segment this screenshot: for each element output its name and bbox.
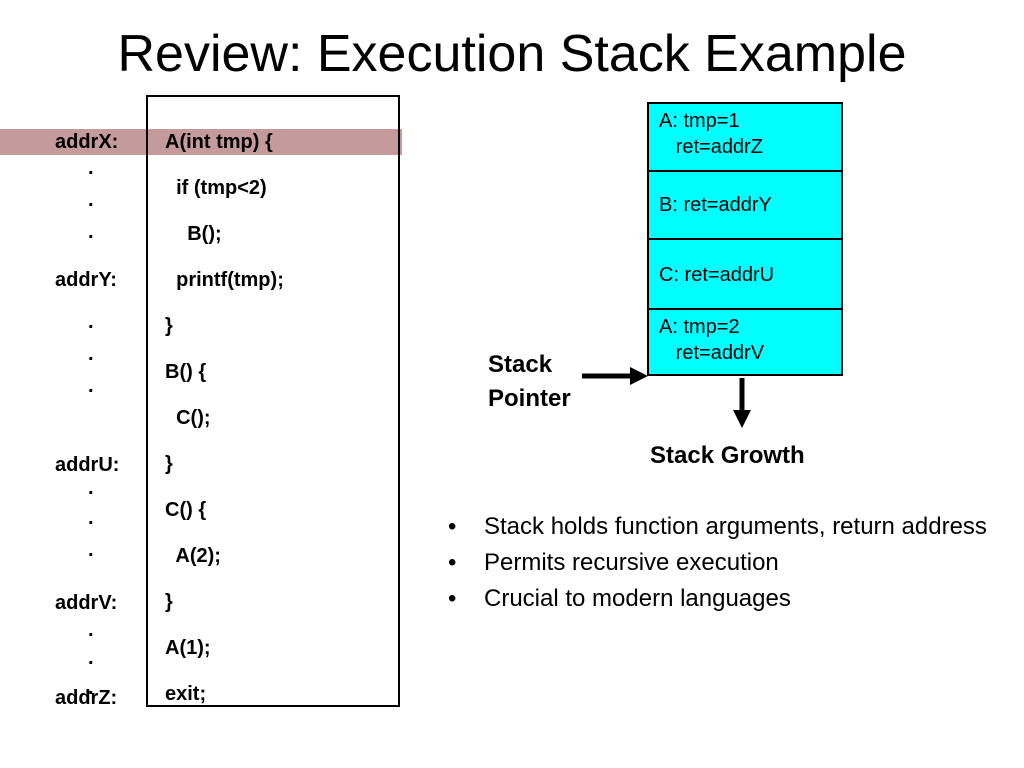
bullet-text: Stack holds function arguments, return a…	[484, 513, 987, 540]
ellipsis-dot: .	[88, 677, 94, 699]
ellipsis-dot: .	[88, 539, 94, 561]
stack-frame: A: tmp=1 ret=addrZ	[647, 102, 843, 172]
current-line-highlight	[0, 129, 402, 155]
address-label-addrx: addrX:	[55, 131, 119, 153]
stack-pointer-label-line2: Pointer	[488, 385, 571, 412]
ellipsis-dot: .	[88, 375, 94, 397]
bullet-text: Permits recursive execution	[484, 549, 779, 576]
code-line: }	[165, 453, 173, 475]
bullet-item: • Permits recursive execution	[448, 550, 1008, 576]
ellipsis-dot: .	[88, 619, 94, 641]
stack-growth-arrow	[733, 378, 751, 428]
code-line: }	[165, 315, 173, 337]
address-label-addrv: addrV:	[55, 592, 118, 614]
stack-frame: A: tmp=2 ret=addrV	[647, 308, 843, 376]
bullet-dot-icon: •	[448, 585, 457, 612]
code-line: if (tmp<2)	[165, 177, 267, 199]
stack-frame: B: ret=addrY	[647, 170, 843, 240]
bullet-text: Crucial to modern languages	[484, 585, 791, 612]
stack-pointer-arrow	[582, 367, 648, 385]
ellipsis-dot: .	[88, 311, 94, 333]
bullet-list: • Stack holds function arguments, return…	[448, 514, 1008, 622]
code-listing-box	[146, 95, 400, 707]
bullet-item: • Stack holds function arguments, return…	[448, 514, 1008, 540]
ellipsis-dot: .	[88, 647, 94, 669]
bullet-item: • Crucial to modern languages	[448, 586, 1008, 612]
code-line: B();	[165, 223, 222, 245]
stack-growth-label: Stack Growth	[650, 442, 805, 469]
ellipsis-dot: .	[88, 343, 94, 365]
ellipsis-dot: .	[88, 477, 94, 499]
ellipsis-dot: .	[88, 507, 94, 529]
stack-pointer-label-line1: Stack	[488, 351, 553, 378]
bullet-dot-icon: •	[448, 513, 457, 540]
ellipsis-dot: .	[88, 189, 94, 211]
stack-frame-line: ret=addrZ	[659, 136, 763, 158]
code-line: C() {	[165, 499, 207, 521]
address-label-addrz: addrZ:	[55, 687, 118, 709]
code-line: }	[165, 591, 173, 613]
code-line: printf(tmp);	[165, 269, 284, 291]
stack-frame: C: ret=addrU	[647, 238, 843, 310]
code-line: exit;	[165, 683, 207, 705]
code-line: C();	[165, 407, 211, 429]
stack-frame-line: ret=addrV	[659, 342, 765, 364]
code-line: B() {	[165, 361, 207, 383]
code-line: A(int tmp) {	[165, 131, 273, 153]
stack-frame-line: B: ret=addrY	[659, 194, 772, 216]
stack-frame-line: A: tmp=1	[659, 110, 740, 132]
slide-title: Review: Execution Stack Example	[117, 25, 907, 83]
stack-frame-line: A: tmp=2	[659, 316, 740, 338]
ellipsis-dot: .	[88, 221, 94, 243]
address-label-addru: addrU:	[55, 454, 120, 476]
ellipsis-dot: .	[88, 157, 94, 179]
code-line: A(2);	[165, 545, 221, 567]
code-line: A(1);	[165, 637, 211, 659]
stack-frame-line: C: ret=addrU	[659, 264, 775, 286]
address-label-addry: addrY:	[55, 269, 117, 291]
bullet-dot-icon: •	[448, 549, 457, 576]
